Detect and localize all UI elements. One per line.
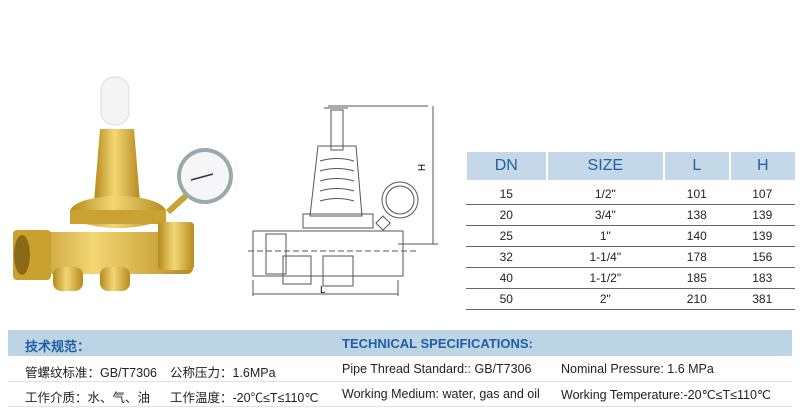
cell: 140	[664, 225, 730, 247]
cell: 1-1/2"	[546, 267, 665, 289]
cell: 15	[466, 180, 547, 205]
thread-standard-en: Pipe Thread Standard:: GB/T7306	[342, 362, 532, 376]
cell: 183	[729, 267, 795, 289]
working-medium-en: Working Medium: water, gas and oil	[342, 387, 540, 401]
cell: 1-1/4"	[546, 246, 665, 268]
cell: 139	[729, 204, 795, 226]
cell: 381	[729, 288, 795, 310]
specs-row: 工作介质：水、气、油 工作温度：-20℃≤T≤110℃ Working Medi…	[8, 382, 792, 407]
header-l: L	[663, 152, 730, 180]
thread-standard-cn: 管螺纹标准：GB/T7306	[25, 366, 157, 380]
cell: 210	[664, 288, 730, 310]
header-dn: DN	[465, 152, 547, 180]
header-size: SIZE	[545, 152, 665, 180]
height-dimension-label: H	[417, 163, 429, 172]
valve-photo	[13, 76, 233, 291]
cell: 50	[466, 288, 547, 310]
cell: 20	[466, 204, 547, 226]
nominal-pressure-cn: 公称压力：1.6MPa	[170, 366, 276, 380]
cell: 107	[729, 180, 795, 205]
cell: 3/4"	[546, 204, 665, 226]
cell: 139	[729, 225, 795, 247]
cell: 101	[664, 180, 730, 205]
working-temperature-en: Working Temperature:-20℃≤T≤110℃	[561, 388, 771, 402]
cell: 2"	[546, 288, 665, 310]
specs-header-bar: 技术规范： TECHNICAL SPECIFICATIONS:	[8, 330, 792, 356]
cell: 1/2"	[546, 180, 665, 205]
cell: 40	[466, 267, 547, 289]
cell: 178	[664, 246, 730, 268]
working-medium-cn: 工作介质：水、气、油	[25, 391, 151, 405]
valve-cross-section-drawing	[248, 105, 438, 296]
working-temperature-cn: 工作温度：-20℃≤T≤110℃	[170, 391, 319, 405]
table-header-row: DN SIZE L H	[465, 152, 795, 180]
cell: 138	[664, 204, 730, 226]
cell: 185	[664, 267, 730, 289]
header-h: H	[728, 152, 795, 180]
cell: 1"	[546, 225, 665, 247]
specs-title-cn: 技术规范：	[25, 339, 91, 354]
specs-title-en: TECHNICAL SPECIFICATIONS:	[342, 336, 533, 351]
length-dimension-label: L	[320, 285, 326, 296]
cell: 25	[466, 225, 547, 247]
nominal-pressure-en: Nominal Pressure: 1.6 MPa	[561, 362, 714, 376]
cell: 32	[466, 246, 547, 268]
specs-row: 管螺纹标准：GB/T7306 公称压力：1.6MPa Pipe Thread S…	[8, 357, 792, 382]
cell: 156	[729, 246, 795, 268]
